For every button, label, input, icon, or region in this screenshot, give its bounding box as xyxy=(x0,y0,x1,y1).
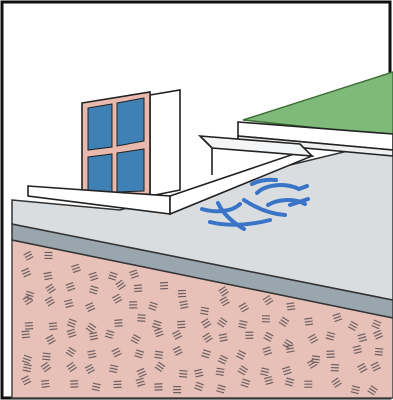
soil-mark xyxy=(137,321,145,322)
soil-mark xyxy=(177,327,185,328)
soil-mark xyxy=(115,326,123,327)
soil-mark xyxy=(21,331,29,332)
window-icon xyxy=(82,92,150,196)
soil-mark xyxy=(177,324,185,325)
soil-mark xyxy=(115,323,123,324)
soil-mark xyxy=(49,326,57,327)
soil-mark xyxy=(138,315,146,316)
soil-mark xyxy=(49,329,57,330)
soil-mark xyxy=(179,373,187,374)
soil-mark xyxy=(41,383,49,384)
soil-mark xyxy=(43,353,51,354)
soil-mark xyxy=(42,359,50,360)
soil-mark xyxy=(22,337,30,338)
soil-mark xyxy=(138,318,146,319)
soil-mark xyxy=(177,321,185,322)
soil-mark xyxy=(49,323,57,324)
soil-mark xyxy=(134,288,142,289)
soil-mark xyxy=(22,334,30,335)
soil-mark xyxy=(180,370,188,371)
soil-mark xyxy=(375,354,383,355)
soil-mark xyxy=(42,356,50,357)
soil-mark xyxy=(179,376,187,377)
soil-mark xyxy=(41,380,49,381)
soil-mark xyxy=(42,386,50,387)
soil-mark xyxy=(134,285,142,286)
soil-mark xyxy=(114,320,122,321)
soil-mark xyxy=(134,291,142,292)
window-wall xyxy=(150,90,180,196)
soil-mark xyxy=(375,351,383,352)
soil-mark xyxy=(375,348,383,349)
